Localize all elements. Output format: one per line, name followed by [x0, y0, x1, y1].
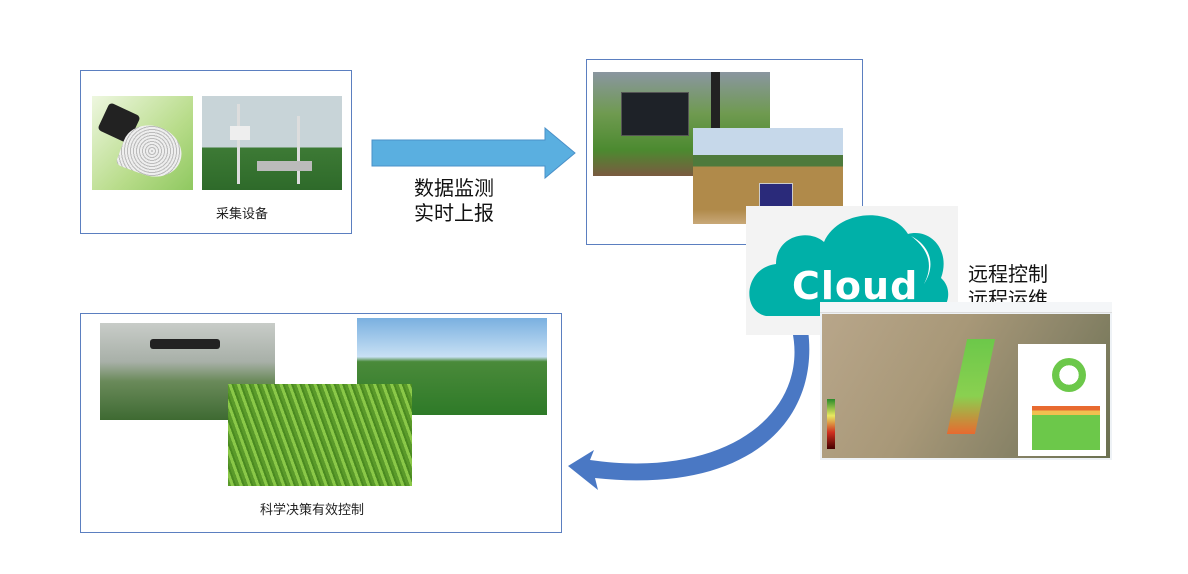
- monitor-screen: [621, 92, 689, 136]
- arrow-text-line2: 实时上报: [414, 201, 494, 225]
- arrow-text-line1: 数据监测: [414, 176, 494, 200]
- dashboard-toolbar: [820, 302, 1112, 313]
- cloud-icon: [749, 215, 949, 317]
- leaf-sensor-photo: [92, 96, 193, 190]
- drone: [150, 339, 220, 349]
- rice-crop-photo: [228, 384, 412, 486]
- collection-devices-caption: 采集设备: [216, 207, 269, 222]
- remote-text-line1: 远程控制: [968, 262, 1048, 286]
- map-dashboard-screenshot: [820, 302, 1112, 460]
- data-monitoring-text: 数据监测 实时上报: [414, 176, 494, 226]
- donut-chart: [1052, 358, 1086, 392]
- satellite-map: [822, 314, 1110, 458]
- statistics-panel: [1018, 344, 1106, 456]
- curved-arrow-icon: [568, 330, 810, 490]
- decision-control-caption: 科学决策有效控制: [260, 503, 365, 518]
- cloud-text: Cloud: [792, 264, 919, 308]
- bar-chart: [1032, 406, 1100, 450]
- weather-station-photo: [202, 96, 342, 190]
- right-arrow-icon: [371, 126, 576, 180]
- field-heatmap: [946, 339, 996, 434]
- legend-scale: [827, 399, 835, 449]
- field-sign: [759, 183, 793, 207]
